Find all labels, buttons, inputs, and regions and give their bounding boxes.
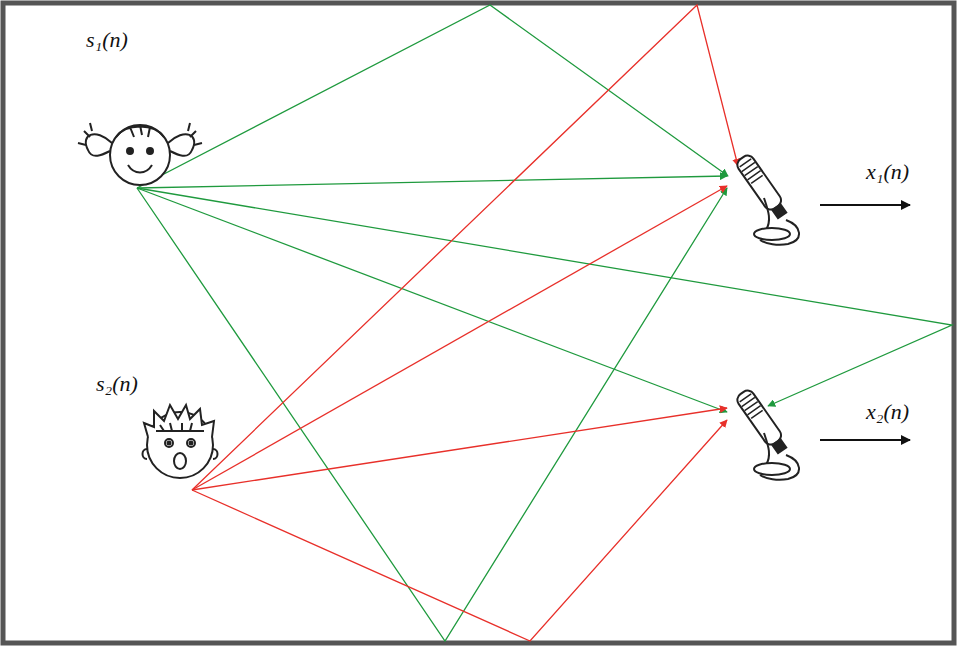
mic-cable (760, 455, 799, 480)
sound-path (137, 188, 727, 412)
mic-base (754, 228, 790, 240)
sound-path (137, 188, 727, 641)
sound-path (192, 5, 738, 490)
pigtail (168, 134, 194, 156)
sound-paths (137, 5, 952, 641)
mic-grille (739, 158, 764, 184)
mic-base (754, 463, 790, 475)
hair-strands (156, 423, 204, 431)
sound-path (192, 420, 727, 641)
girl-face (78, 123, 202, 185)
face-outline (110, 125, 170, 185)
mic-cable (760, 220, 799, 245)
pupil (190, 442, 193, 445)
smile (128, 165, 152, 173)
open-mouth (174, 453, 186, 469)
pigtail (86, 134, 112, 156)
signal-label: s₁(n) (84, 28, 130, 52)
signal-label: x₂(n) (864, 400, 911, 424)
sound-path (137, 5, 728, 188)
boy-face (143, 405, 218, 478)
sound-path (137, 176, 727, 188)
mic-grille (739, 393, 764, 419)
mic-plug (772, 204, 786, 218)
mic-body (735, 153, 784, 212)
eye (165, 439, 173, 447)
sound-path (137, 188, 952, 406)
eye (147, 148, 153, 154)
spiky-hair (144, 405, 214, 437)
mic-stand (764, 198, 769, 230)
bangs (116, 125, 164, 137)
signal-label: s₂(n) (94, 372, 140, 396)
mic-body (735, 388, 784, 447)
room-wall (3, 3, 954, 643)
output-arrow (820, 204, 910, 206)
mic-stand (764, 433, 769, 465)
microphone (735, 153, 799, 245)
ears (143, 449, 218, 459)
eye (127, 148, 133, 154)
pigtail-strands (78, 123, 92, 145)
pigtail-strands (188, 123, 202, 145)
signal-label: x₁(n) (864, 160, 911, 184)
eye (187, 439, 195, 447)
pupil (168, 442, 171, 445)
output-arrow (820, 439, 910, 441)
sound-path (192, 186, 727, 490)
mic-plug (772, 439, 786, 453)
sound-path (192, 408, 727, 490)
microphone (735, 388, 799, 480)
